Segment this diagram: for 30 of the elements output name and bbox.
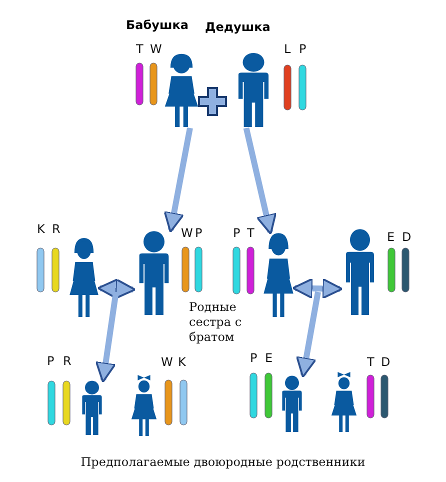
gene-letter: T xyxy=(136,42,144,56)
gene-letter: L xyxy=(284,42,291,56)
double-arrow xyxy=(97,278,136,300)
gene-letter: D xyxy=(381,355,390,369)
arrow xyxy=(296,291,321,378)
gene-letter: W xyxy=(150,42,162,56)
caption: Предполагаемые двоюродные родственники xyxy=(80,455,366,469)
gene-letter: D xyxy=(402,230,412,244)
gene-letter: E xyxy=(387,230,395,244)
gene-letter: K xyxy=(37,222,45,236)
gene-letter: W xyxy=(161,355,173,369)
person-title: Бабушка xyxy=(126,18,188,32)
gene-letter: E xyxy=(265,351,273,365)
double-arrow xyxy=(292,278,343,300)
arrow xyxy=(164,127,193,233)
person-title: Дедушка xyxy=(205,20,270,34)
gene-letter: R xyxy=(63,354,72,368)
note-text: Родные сестра с братом xyxy=(189,300,243,345)
gene-letter: P xyxy=(47,354,54,368)
gene-letter: R xyxy=(52,222,60,236)
arrow xyxy=(243,127,277,235)
gene-letter: P xyxy=(195,226,202,240)
gene-letter: T xyxy=(367,355,374,369)
gene-letter: T xyxy=(247,226,254,240)
gene-letter: W xyxy=(181,226,193,240)
arrow xyxy=(95,292,119,383)
gene-letter: P xyxy=(250,351,258,365)
gene-letter: P xyxy=(299,42,306,56)
gene-letter: K xyxy=(178,355,186,369)
gene-letter: P xyxy=(233,226,240,240)
